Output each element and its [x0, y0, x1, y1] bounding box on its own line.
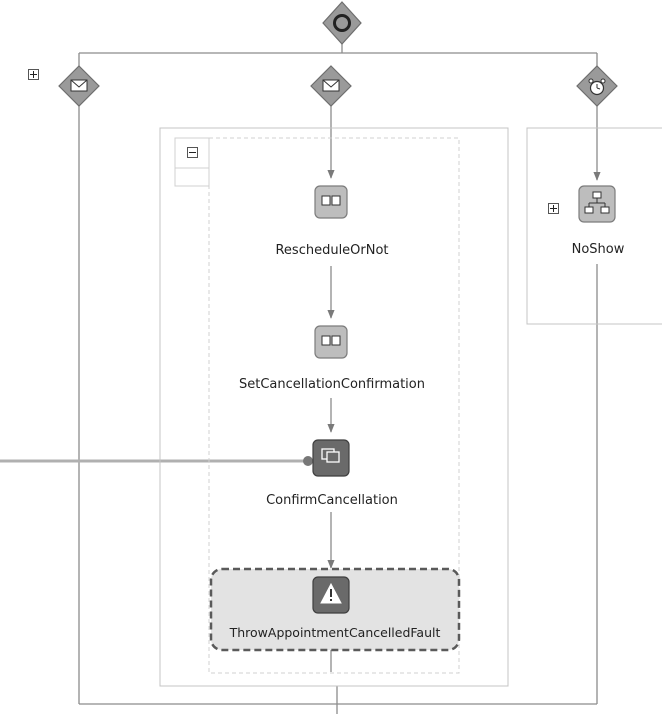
assign-setcancel-icon[interactable]	[314, 325, 348, 359]
on-message-left-icon[interactable]	[58, 65, 100, 107]
reschedule-or-not-label: RescheduleOrNot	[275, 243, 389, 258]
human-task-icon[interactable]	[312, 439, 350, 477]
sequence-box	[208, 137, 460, 674]
expand-noshow-icon[interactable]	[548, 203, 559, 214]
warning-icon[interactable]	[312, 576, 350, 614]
onalarm-scope-box	[526, 127, 662, 325]
set-cancellation-confirmation-label: SetCancellationConfirmation	[239, 377, 425, 392]
collapse-column	[174, 137, 210, 187]
throw-fault-label: ThrowAppointmentCancelledFault	[229, 625, 441, 640]
noshow-label: NoShow	[571, 242, 625, 257]
partner-link-port	[303, 456, 313, 466]
connectors	[78, 44, 601, 714]
pick-gateway-icon[interactable]	[322, 1, 362, 45]
on-alarm-icon[interactable]	[576, 65, 618, 107]
on-message-middle-icon[interactable]	[310, 65, 352, 107]
assign-reschedule-icon[interactable]	[314, 185, 348, 219]
collapse-sequence-icon[interactable]	[187, 147, 198, 158]
scope-icon[interactable]	[578, 185, 616, 223]
confirm-cancellation-label: ConfirmCancellation	[266, 493, 398, 508]
onmessage-scope-box	[159, 127, 509, 687]
expand-left-branch-icon[interactable]	[28, 69, 39, 80]
